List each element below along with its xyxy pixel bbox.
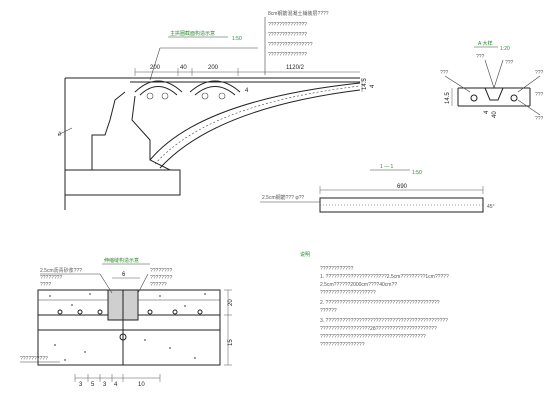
joint-side-dim-2: 15 xyxy=(228,339,234,346)
detail-a-dim-height: 14.5 xyxy=(445,92,451,104)
joint-label-left-1: 2.5cm沥青砂浆??? xyxy=(40,267,82,274)
arch-right-dim-2: 4 xyxy=(370,84,376,88)
arch-section-title: 主拱圈截面构造示意 xyxy=(170,30,215,37)
notes-line-1: 1. ??????????????????????2.5cm?????????1… xyxy=(320,274,449,280)
notes-line-5: ?????? xyxy=(320,308,337,314)
arch-callout-1: ?????????????? xyxy=(268,22,307,28)
detail-1-1-view: 1 — 1 1:50 690 2.5cm钢筋??? φ?? 45° xyxy=(260,164,495,213)
arch-callout-3: ???????????????? xyxy=(268,42,313,48)
detail-1-1-scale: 1:50 xyxy=(412,170,422,176)
detail-a-view: A 大样 1:20 ??? ??? ??? ??? ??? ??? 14.5 4… xyxy=(440,40,544,122)
detail-a-callout-2: ??? xyxy=(476,54,485,60)
detail-a-callout-5: ??? xyxy=(535,92,544,98)
notes-line-4: 2. ?????????????????????????????????????… xyxy=(320,300,440,306)
joint-bottom-dim-3: 3 xyxy=(103,382,107,388)
arch-section-scale: 1:50 xyxy=(232,36,242,42)
joint-detail-view: 伸缩缝构造示意 6 2.5cm沥青砂浆??? ???????? ???? xyxy=(20,257,234,388)
detail-1-1-right-label: 45° xyxy=(487,204,495,210)
arch-ground-mark: // xyxy=(58,132,62,138)
notes-line-0: ???????????? xyxy=(320,266,354,272)
joint-label-right-2: ???????? xyxy=(150,275,172,281)
arch-callout-2: ?????????????? xyxy=(268,32,307,38)
arch-right-dim-1: 14.5 xyxy=(362,78,368,90)
notes-line-2: 2.5cm??????2000cm????40cm?? xyxy=(320,282,397,288)
detail-1-1-left-label: 2.5cm钢筋??? φ?? xyxy=(262,194,304,201)
detail-a-callout-1: ??? xyxy=(440,70,449,76)
arch-dim-gap: 40 xyxy=(180,65,187,71)
joint-bottom-dim-2: 5 xyxy=(91,382,95,388)
detail-1-1-title: 1 — 1 xyxy=(380,164,394,170)
arch-dim-span-1: 200 xyxy=(150,65,161,71)
detail-a-dim-width: 40 xyxy=(492,111,498,118)
arch-dim-small: 4 xyxy=(245,88,249,94)
detail-a-callout-6: ??? xyxy=(535,116,544,122)
arch-dim-half-span: 1120/2 xyxy=(286,65,305,71)
detail-a-callout-4: ??? xyxy=(535,70,544,76)
joint-label-left-3: ???? xyxy=(40,282,51,288)
notes-block: 说明 ???????????? 1. ?????????????????????… xyxy=(300,251,449,348)
notes-heading: 说明 xyxy=(300,251,310,258)
joint-bottom-dim-5: 10 xyxy=(138,382,145,388)
arch-callout-4: ?????????????? xyxy=(268,52,307,58)
arch-callout-top: 8cm钢筋混凝土铺装层???? xyxy=(268,10,329,17)
joint-bottom-left-label: ?????????? xyxy=(20,356,48,362)
arch-section-view: 主拱圈截面构造示意 1:50 8cm钢筋混凝土铺装层???? ?????????… xyxy=(57,10,376,210)
detail-a-scale: 1:20 xyxy=(500,46,510,52)
joint-label-left-2: ???????? xyxy=(40,275,62,281)
joint-label-right-3: ?????? xyxy=(150,282,167,288)
joint-top-dim: 6 xyxy=(122,272,126,278)
joint-bottom-dim-1: 3 xyxy=(79,382,83,388)
notes-line-6: 3. ?????????????????????????????????????… xyxy=(320,318,448,324)
notes-line-8: ?????????????????????????????????????? xyxy=(320,334,426,340)
joint-detail-title: 伸缩缝构造示意 xyxy=(104,257,139,264)
joint-label-right-1: ???????? xyxy=(150,268,172,274)
notes-line-9: ???????????????? xyxy=(320,342,365,348)
detail-1-1-length: 690 xyxy=(397,184,408,190)
detail-a-callout-3: ??? xyxy=(505,60,514,66)
joint-bottom-dim-4: 4 xyxy=(114,382,118,388)
notes-line-3: ???????????????????? xyxy=(320,290,376,296)
detail-a-title: A 大样 xyxy=(478,40,492,47)
notes-line-7: ??????????????????28????????????????????… xyxy=(320,326,437,332)
joint-side-dim-1: 20 xyxy=(228,299,234,306)
arch-dim-span-2: 200 xyxy=(208,65,219,71)
detail-a-dim-small: 4 xyxy=(484,110,490,114)
